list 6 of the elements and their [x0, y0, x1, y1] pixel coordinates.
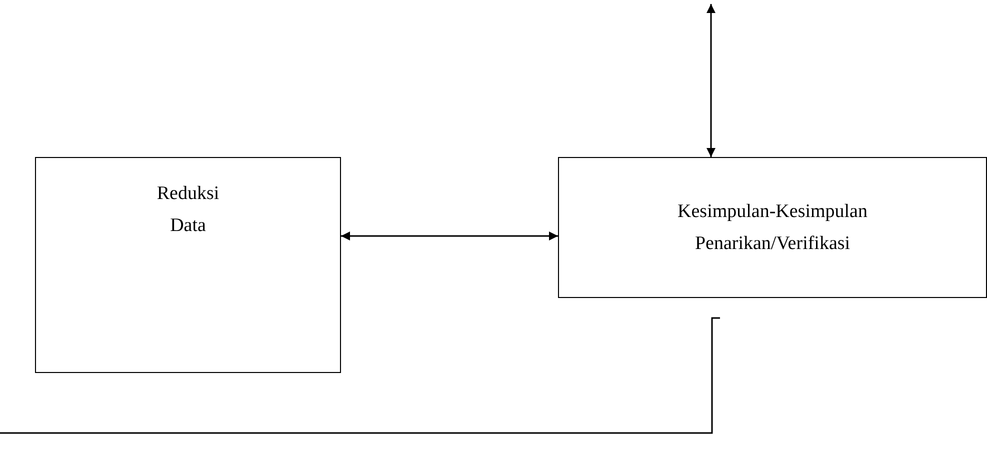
box-label: Kesimpulan-Kesimpulan Penarikan/Verifikasi: [676, 200, 868, 256]
box-label: Reduksi Data: [156, 182, 220, 238]
arrow: [706, 4, 716, 157]
process-box: [558, 157, 987, 298]
arrow: [341, 232, 558, 240]
process-box: [35, 157, 341, 373]
